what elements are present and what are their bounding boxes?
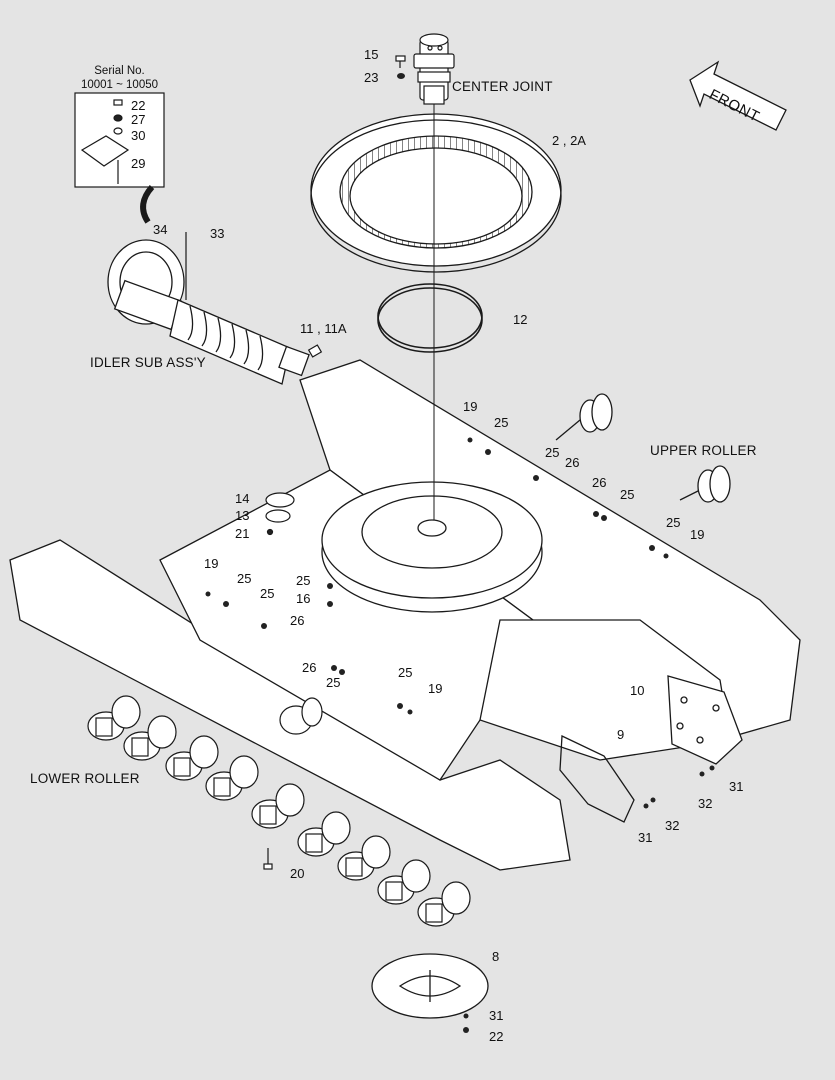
part-number: 26	[290, 613, 305, 628]
part-number: 25	[545, 445, 560, 460]
part-number: 31	[729, 779, 744, 794]
bottom-cover-8	[371, 953, 489, 1019]
caption-center-joint: CENTER JOINT	[452, 79, 553, 94]
serial-box-parts	[80, 99, 130, 184]
cover-9	[559, 734, 635, 823]
part-number: 26	[565, 455, 580, 470]
lower-frame	[9, 359, 801, 871]
seal-ring-12	[377, 283, 483, 353]
caption-idler: IDLER SUB ASS'Y	[90, 355, 206, 370]
part-number: 11 , 11A	[300, 321, 347, 336]
part-number: 25	[296, 573, 311, 588]
part-number: 16	[296, 591, 311, 606]
part-number: 23	[364, 70, 379, 85]
plate-14-13	[265, 492, 295, 536]
part-number: 25	[398, 665, 413, 680]
part-number: 22	[131, 98, 146, 113]
part-number: 31	[489, 1008, 504, 1023]
bolts-31-22-bottom	[463, 1013, 469, 1033]
part-number: 21	[235, 526, 250, 541]
bolt-15	[395, 55, 406, 68]
part-number: 9	[617, 727, 625, 742]
part-number: 34	[153, 222, 168, 237]
front-arrow	[689, 60, 787, 131]
part-number: 27	[131, 112, 146, 127]
serial-title: Serial No.	[94, 65, 145, 77]
bolt-11	[307, 344, 323, 358]
part-number: 22	[489, 1029, 504, 1044]
part-number: 25	[260, 586, 275, 601]
part-number: 19	[463, 399, 478, 414]
part-number: 26	[302, 660, 317, 675]
caption-lower-roller: LOWER ROLLER	[30, 771, 140, 786]
upper-roller-rear	[679, 465, 731, 503]
idler-sub-assembly	[107, 239, 310, 385]
swing-bearing-ring	[310, 113, 562, 273]
part-number: 25	[237, 571, 252, 586]
front-label-box	[690, 60, 788, 130]
part-number: 32	[665, 818, 680, 833]
part-number: 31	[638, 830, 653, 845]
part-number: 19	[690, 527, 705, 542]
part-number: 25	[620, 487, 635, 502]
caption-upper-roller: UPPER ROLLER	[650, 443, 757, 458]
serial-range: 10001 ~ 10050	[80, 79, 159, 91]
part-number: 8	[492, 949, 500, 964]
bolt-20	[263, 848, 273, 870]
bolt-set-19-25-26	[205, 437, 669, 715]
part-number: 29	[131, 156, 146, 171]
part-number: 33	[210, 226, 225, 241]
serial-box-frame	[74, 92, 165, 188]
washer-23	[397, 73, 405, 79]
part-number: 25	[326, 675, 341, 690]
cover-10	[667, 675, 743, 765]
center-joint	[413, 33, 455, 105]
part-number: 13	[235, 508, 250, 523]
lower-rollers	[87, 695, 471, 927]
part-number: 20	[290, 866, 305, 881]
part-number: 2 , 2A	[552, 133, 586, 148]
part-number: 25	[494, 415, 509, 430]
part-number: 12	[513, 312, 528, 327]
serial-box-pointer	[140, 184, 155, 224]
turntable	[321, 481, 543, 613]
upper-roller-front	[555, 393, 613, 441]
part-number: 26	[592, 475, 607, 490]
part-number: 32	[698, 796, 713, 811]
bolts-31-32	[643, 765, 715, 809]
part-number: 14	[235, 491, 250, 506]
part-number: 19	[204, 556, 219, 571]
part-number: 25	[666, 515, 681, 530]
part-number: 30	[131, 128, 146, 143]
part-number: 10	[630, 683, 645, 698]
part-number: 19	[428, 681, 443, 696]
part-number: 15	[364, 47, 379, 62]
